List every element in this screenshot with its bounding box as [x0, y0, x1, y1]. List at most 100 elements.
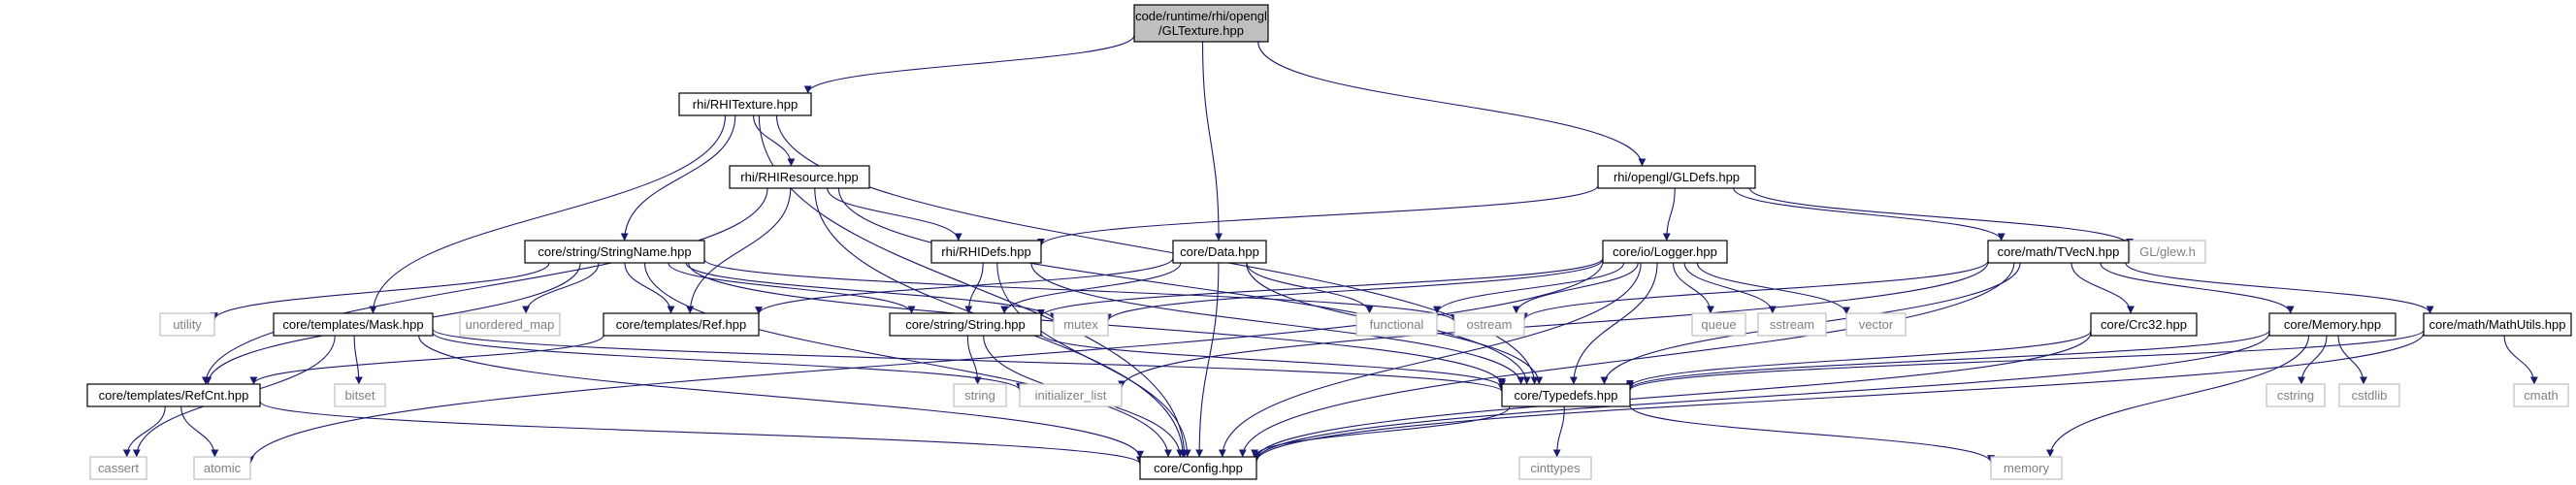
edge-rhitexture-to-mask: [369, 114, 727, 314]
edge-mask-to-initializer_list: [432, 332, 1024, 391]
edge-gldefs-to-tvecn: [1733, 187, 2005, 242]
node-label: core/templates/Mask.hpp: [282, 317, 423, 332]
node-memory-hpp[interactable]: core/Memory.hpp: [2268, 312, 2397, 337]
node-data[interactable]: core/Data.hpp: [1172, 240, 1267, 264]
edge-refcnt-to-atomic: [180, 405, 219, 458]
node-label: cassert: [98, 461, 139, 475]
node-label: core/templates/RefCnt.hpp: [99, 388, 249, 403]
edge-gltexture-to-rhitexture: [803, 35, 1135, 94]
node-sstream: sstream: [1757, 312, 1827, 337]
edge-tvecn-to-crc32: [2071, 262, 2135, 314]
edge-mathutils-to-cmath: [2503, 335, 2538, 385]
node-tvecn[interactable]: core/math/TVecN.hpp: [1987, 240, 2130, 264]
node-label: queue: [1701, 317, 1736, 332]
node-rhidefs[interactable]: rhi/RHIDefs.hpp: [930, 240, 1042, 264]
edge-logger-to-atomic: [246, 261, 1604, 465]
node-string-hpp[interactable]: core/string/String.hpp: [889, 312, 1042, 337]
node-logger[interactable]: core/io/Logger.hpp: [1602, 240, 1728, 264]
node-rhitexture[interactable]: rhi/RHITexture.hpp: [678, 92, 812, 116]
node-glew: GL/glew.h: [2129, 240, 2206, 264]
edge-mask-to-typedefs: [432, 328, 1506, 393]
node-label: bitset: [344, 388, 375, 403]
edge-string_hpp-to-typedefs: [1040, 333, 1506, 389]
edge-mask-to-config: [418, 335, 1144, 459]
node-label: core/math/MathUtils.hpp: [2429, 317, 2566, 332]
edge-rhidefs-to-string_hpp: [964, 262, 984, 314]
node-box: [89, 456, 147, 480]
node-label: GL/glew.h: [2139, 244, 2196, 259]
edge-logger-to-queue: [1672, 262, 1714, 314]
node-box: [1133, 4, 1269, 43]
edge-logger-to-functional: [1433, 262, 1625, 314]
edge-data-to-string_hpp: [1000, 262, 1182, 314]
edge-gldefs-to-rhidefs: [1037, 185, 1599, 246]
node-gltexture[interactable]: code/runtime/rhi/opengl/GLTexture.hpp: [1133, 4, 1269, 43]
edge-string_hpp-to-string_std: [966, 335, 982, 385]
node-cstring: cstring: [2266, 383, 2326, 407]
edge-crc32-to-config: [1253, 332, 2092, 460]
node-label: string: [964, 388, 995, 403]
node-box: [273, 312, 434, 337]
node-mask[interactable]: core/templates/Mask.hpp: [273, 312, 434, 337]
node-functional: functional: [1355, 312, 1438, 337]
node-label: functional: [1370, 317, 1424, 332]
node-typedefs[interactable]: core/Typedefs.hpp: [1501, 383, 1631, 407]
node-box: [86, 383, 261, 407]
edge-gltexture-to-data: [1201, 41, 1223, 242]
node-unordered-map: unordered_map: [459, 312, 561, 337]
node-box: [2268, 312, 2397, 337]
edge-rhiresource-to-ref: [686, 187, 792, 314]
node-box: [524, 240, 705, 264]
edge-typedefs-to-memory_std: [1629, 404, 1995, 464]
node-refcnt[interactable]: core/templates/RefCnt.hpp: [86, 383, 261, 407]
node-label: memory: [2004, 461, 2049, 475]
node-stringname[interactable]: core/string/StringName.hpp: [524, 240, 705, 264]
node-label: core/io/Logger.hpp: [1613, 244, 1717, 259]
node-bitset: bitset: [334, 383, 386, 407]
edge-stringname-to-config: [643, 262, 1172, 458]
node-mathutils[interactable]: core/math/MathUtils.hpp: [2423, 312, 2572, 337]
node-label: rhi/RHITexture.hpp: [693, 97, 798, 112]
edge-data-to-config: [1195, 262, 1220, 458]
edge-rhidefs-to-config: [996, 262, 1191, 458]
edge-rhidefs-to-typedefs: [1030, 262, 1525, 385]
node-rhiresource[interactable]: rhi/RHIResource.hpp: [729, 165, 870, 189]
edge-stringname-to-ref: [624, 262, 675, 314]
node-label: core/math/TVecN.hpp: [1998, 244, 2120, 259]
node-layer: code/runtime/rhi/opengl/GLTexture.hpp rhi…: [86, 4, 2572, 480]
node-gldefs[interactable]: rhi/opengl/GLDefs.hpp: [1597, 165, 1756, 189]
node-box: [334, 383, 386, 407]
edge-logger-to-vector: [1696, 262, 1850, 315]
node-label: sstream: [1770, 317, 1814, 332]
node-label: cmath: [2524, 388, 2558, 403]
edge-data-to-ref: [755, 257, 1174, 315]
edge-typedefs-to-cinttypes: [1552, 405, 1565, 458]
node-label: core/Typedefs.hpp: [1515, 388, 1618, 403]
edge-typedefs-to-config: [1251, 405, 1511, 458]
edge-logger-to-ostream: [1512, 262, 1639, 314]
node-label: core/Data.hpp: [1180, 244, 1259, 259]
node-atomic: atomic: [193, 456, 251, 480]
edge-tvecn-to-ostream: [1520, 260, 1989, 321]
node-box: [1602, 240, 1728, 264]
edge-stringname-to-string_hpp: [668, 262, 916, 314]
node-box: [1501, 383, 1631, 407]
edge-memory_hpp-to-cstdlib: [2337, 335, 2368, 385]
node-box: [459, 312, 561, 337]
node-string-std: string: [953, 383, 1007, 407]
node-config[interactable]: core/Config.hpp: [1139, 456, 1257, 480]
node-label: vector: [1859, 317, 1894, 332]
edge-stringname-to-utility: [211, 262, 550, 321]
node-label: core/Memory.hpp: [2284, 317, 2381, 332]
edge-memory_hpp-to-cstring: [2297, 335, 2328, 385]
node-box: [1019, 383, 1123, 407]
edge-logger-to-string_hpp: [1037, 257, 1604, 317]
edge-logger-to-config: [1218, 262, 1642, 458]
node-cassert: cassert: [89, 456, 147, 480]
node-box: [1053, 312, 1109, 337]
node-ref[interactable]: core/templates/Ref.hpp: [603, 312, 760, 337]
node-crc32[interactable]: core/Crc32.hpp: [2090, 312, 2198, 337]
node-box: [1990, 456, 2063, 480]
edge-refcnt-to-cassert: [122, 405, 166, 458]
node-box: [889, 312, 1042, 337]
